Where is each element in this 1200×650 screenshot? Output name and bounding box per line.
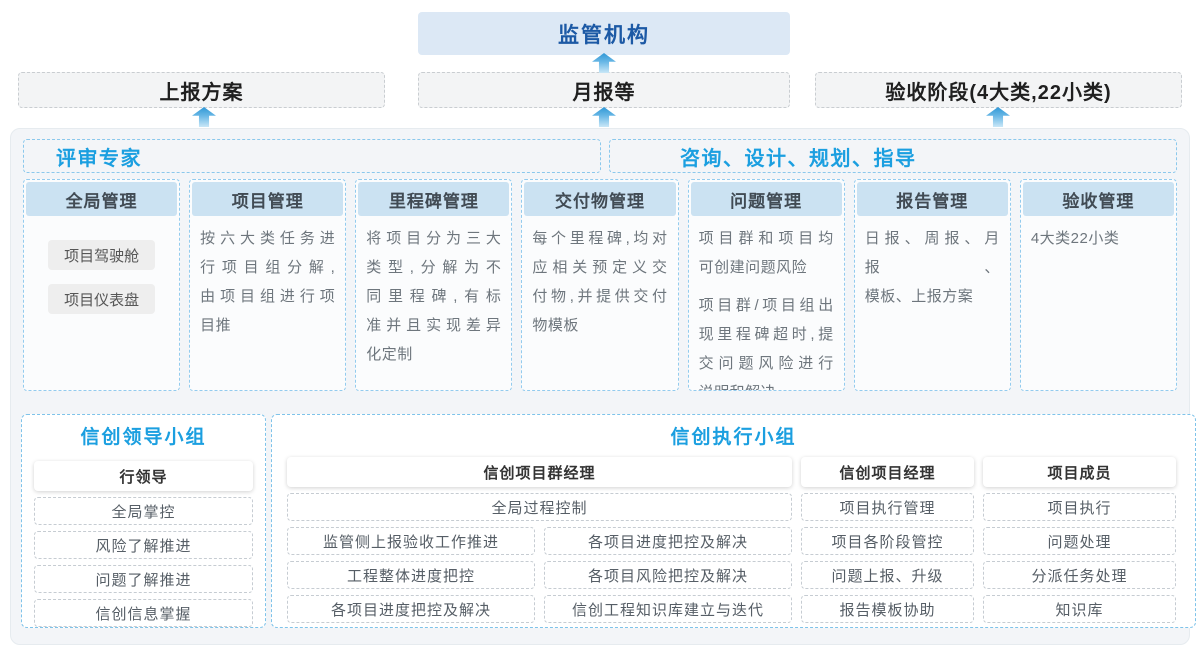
flow-box-monthly-report: 月报等 bbox=[418, 72, 790, 108]
management-columns: 全局管理 项目驾驶舱 项目仪表盘 项目管理 按六大类任务进 行项目组分解, 由项… bbox=[23, 179, 1177, 391]
exec-group-title: 信创执行小组 bbox=[670, 427, 797, 448]
column-title: 里程碑管理 bbox=[358, 182, 510, 216]
column-title: 报告管理 bbox=[856, 182, 1008, 216]
column-title: 验收管理 bbox=[1022, 182, 1174, 216]
exec-group-body: 信创项目群经理 全局过程控制 监管侧上报验收工作推进 各项目进度把控及解决 工程… bbox=[287, 457, 1176, 623]
pg-duty-full: 全局过程控制 bbox=[287, 493, 792, 521]
member-duty-item: 分派任务处理 bbox=[983, 561, 1176, 589]
role-project-manager: 信创项目经理 bbox=[801, 457, 974, 487]
regulator-box: 监管机构 bbox=[418, 12, 790, 55]
leader-group-title: 信创领导小组 bbox=[80, 427, 207, 448]
column-body: 项目群和项目均 可创建问题风险 项目群/项目组出 现里程碑超时,提 交问题风险进… bbox=[689, 218, 844, 390]
project-manager-section: 信创项目经理 项目执行管理 项目各阶段管控 问题上报、升级 报告模板协助 bbox=[801, 457, 974, 623]
pm-duty-item: 报告模板协助 bbox=[801, 595, 974, 623]
exec-group-panel: 信创执行小组 信创项目群经理 全局过程控制 监管侧上报验收工作推进 各项目进度把… bbox=[271, 414, 1196, 628]
column-issue-mgmt: 问题管理 项目群和项目均 可创建问题风险 项目群/项目组出 现里程碑超时,提 交… bbox=[687, 179, 845, 391]
pm-duty-item: 项目各阶段管控 bbox=[801, 527, 974, 555]
column-body: 将项目分为三大 类型,分解为不 同里程碑,有标 准并且实现差异 化定制 bbox=[366, 230, 502, 363]
column-report-mgmt: 报告管理 日报、周报、月报、 模板、上报方案 bbox=[853, 179, 1011, 391]
pg-duty-item: 各项目进度把控及解决 bbox=[544, 527, 792, 555]
member-duty-item: 项目执行 bbox=[983, 493, 1176, 521]
column-deliverable-mgmt: 交付物管理 每个里程碑,均对 应相关预定义交 付物,并提供交付 物模板 bbox=[521, 179, 679, 391]
pm-duty-item: 项目执行管理 bbox=[801, 493, 974, 521]
role-program-manager: 信创项目群经理 bbox=[287, 457, 792, 487]
pm-duty-item: 问题上报、升级 bbox=[801, 561, 974, 589]
up-arrow-icon bbox=[192, 107, 216, 127]
column-body: 日报、周报、月报、 模板、上报方案 bbox=[864, 230, 1000, 305]
column-title: 项目管理 bbox=[192, 182, 344, 216]
pg-duty-item: 监管侧上报验收工作推进 bbox=[287, 527, 535, 555]
member-duty-item: 问题处理 bbox=[983, 527, 1176, 555]
band-consult-design: 咨询、设计、规划、指导 bbox=[609, 139, 1177, 173]
leader-duty-item: 信创信息掌握 bbox=[34, 599, 253, 627]
column-body: 按六大类任务进 行项目组分解, 由项目组进行项 目推 bbox=[200, 230, 336, 334]
advisor-bands: 评审专家 咨询、设计、规划、指导 bbox=[23, 139, 1177, 173]
pg-duty-item: 工程整体进度把控 bbox=[287, 561, 535, 589]
pill-project-cockpit: 项目驾驶舱 bbox=[48, 240, 156, 270]
leader-group-body: 行领导 全局掌控 风险了解推进 问题了解推进 信创信息掌握 bbox=[22, 453, 265, 627]
issue-paragraph-1: 项目群和项目均 可创建问题风险 bbox=[698, 230, 834, 276]
program-manager-section: 信创项目群经理 全局过程控制 监管侧上报验收工作推进 各项目进度把控及解决 工程… bbox=[287, 457, 792, 623]
column-body: 项目驾驶舱 项目仪表盘 bbox=[24, 218, 179, 314]
column-milestone-mgmt: 里程碑管理 将项目分为三大 类型,分解为不 同里程碑,有标 准并且实现差异 化定… bbox=[355, 179, 513, 391]
role-bank-leader: 行领导 bbox=[34, 461, 253, 491]
leader-duty-item: 全局掌控 bbox=[34, 497, 253, 525]
band-review-experts: 评审专家 bbox=[23, 139, 601, 173]
pg-duty-item: 各项目进度把控及解决 bbox=[287, 595, 535, 623]
leader-duty-item: 风险了解推进 bbox=[34, 531, 253, 559]
column-global-mgmt: 全局管理 项目驾驶舱 项目仪表盘 bbox=[23, 179, 181, 391]
leader-group-panel: 信创领导小组 行领导 全局掌控 风险了解推进 问题了解推进 信创信息掌握 bbox=[21, 414, 266, 628]
column-title: 交付物管理 bbox=[524, 182, 676, 216]
column-body: 4大类22小类 bbox=[1030, 230, 1120, 247]
column-body: 每个里程碑,均对 应相关预定义交 付物,并提供交付 物模板 bbox=[532, 230, 668, 334]
column-project-mgmt: 项目管理 按六大类任务进 行项目组分解, 由项目组进行项 目推 bbox=[189, 179, 347, 391]
column-title: 全局管理 bbox=[26, 182, 178, 216]
member-duty-item: 知识库 bbox=[983, 595, 1176, 623]
column-acceptance-mgmt: 验收管理 4大类22小类 bbox=[1019, 179, 1177, 391]
pg-duty-item: 信创工程知识库建立与迭代 bbox=[544, 595, 792, 623]
role-project-member: 项目成员 bbox=[983, 457, 1176, 487]
up-arrow-icon bbox=[592, 53, 616, 73]
leader-duty-item: 问题了解推进 bbox=[34, 565, 253, 593]
pg-duty-item: 各项目风险把控及解决 bbox=[544, 561, 792, 589]
issue-paragraph-2: 项目群/项目组出 现里程碑超时,提 交问题风险进行 说明和解决 bbox=[698, 297, 834, 390]
column-title: 问题管理 bbox=[690, 182, 842, 216]
up-arrow-icon bbox=[592, 107, 616, 127]
platform-panel: 评审专家 咨询、设计、规划、指导 全局管理 项目驾驶舱 项目仪表盘 项目管理 按… bbox=[10, 128, 1196, 645]
flow-box-acceptance-stage: 验收阶段(4大类,22小类) bbox=[815, 72, 1182, 108]
project-member-section: 项目成员 项目执行 问题处理 分派任务处理 知识库 bbox=[983, 457, 1176, 623]
pill-project-dashboard: 项目仪表盘 bbox=[48, 284, 156, 314]
up-arrow-icon bbox=[986, 107, 1010, 127]
flow-box-report-plan: 上报方案 bbox=[18, 72, 385, 108]
